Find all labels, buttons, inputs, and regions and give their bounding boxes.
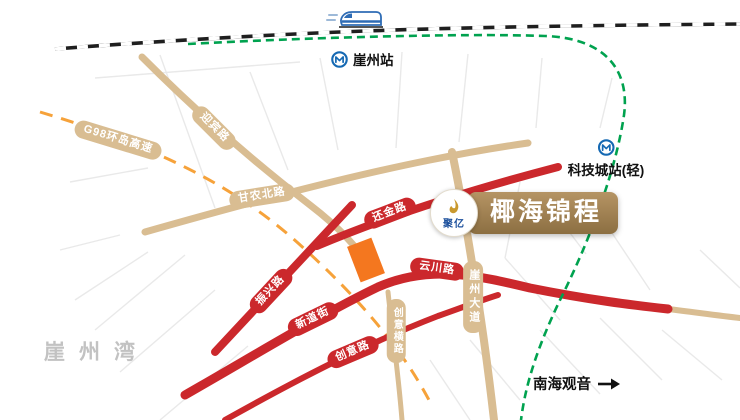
brand-logo: 聚亿	[430, 189, 478, 237]
station-yazhou: 崖州站	[331, 49, 394, 69]
metro-station-icon	[331, 50, 348, 68]
east-road-continuation-line	[665, 306, 740, 321]
project-badge: 聚亿 椰海锦程	[430, 189, 619, 237]
gannong-north-road-line	[141, 139, 532, 236]
road-label-chuangyi-heng: 创意横路	[386, 299, 406, 363]
project-name: 椰海锦程	[468, 192, 619, 234]
road-label-yazhou-avenue: 崖州大道	[463, 261, 483, 333]
project-site-marker	[347, 237, 385, 283]
light-rail-line	[187, 33, 627, 420]
metro-station-icon	[597, 139, 615, 156]
train-icon	[326, 5, 384, 36]
right-arrow-icon	[598, 378, 620, 389]
railway-line-ties	[54, 22, 740, 51]
brand-name: 聚亿	[443, 218, 465, 230]
flame-icon	[449, 198, 459, 213]
station-tech-city-label: 科技城站(轻)	[567, 163, 645, 178]
station-yazhou-label: 崖州站	[353, 53, 394, 68]
station-tech-city: 科技城站(轻)	[567, 139, 645, 179]
yazhou-bay-label: 崖州湾	[44, 341, 149, 364]
guanyin-label: 南海观音	[533, 377, 591, 393]
guanyin-pointer: 南海观音	[533, 373, 620, 394]
minor-streets	[59, 51, 740, 420]
